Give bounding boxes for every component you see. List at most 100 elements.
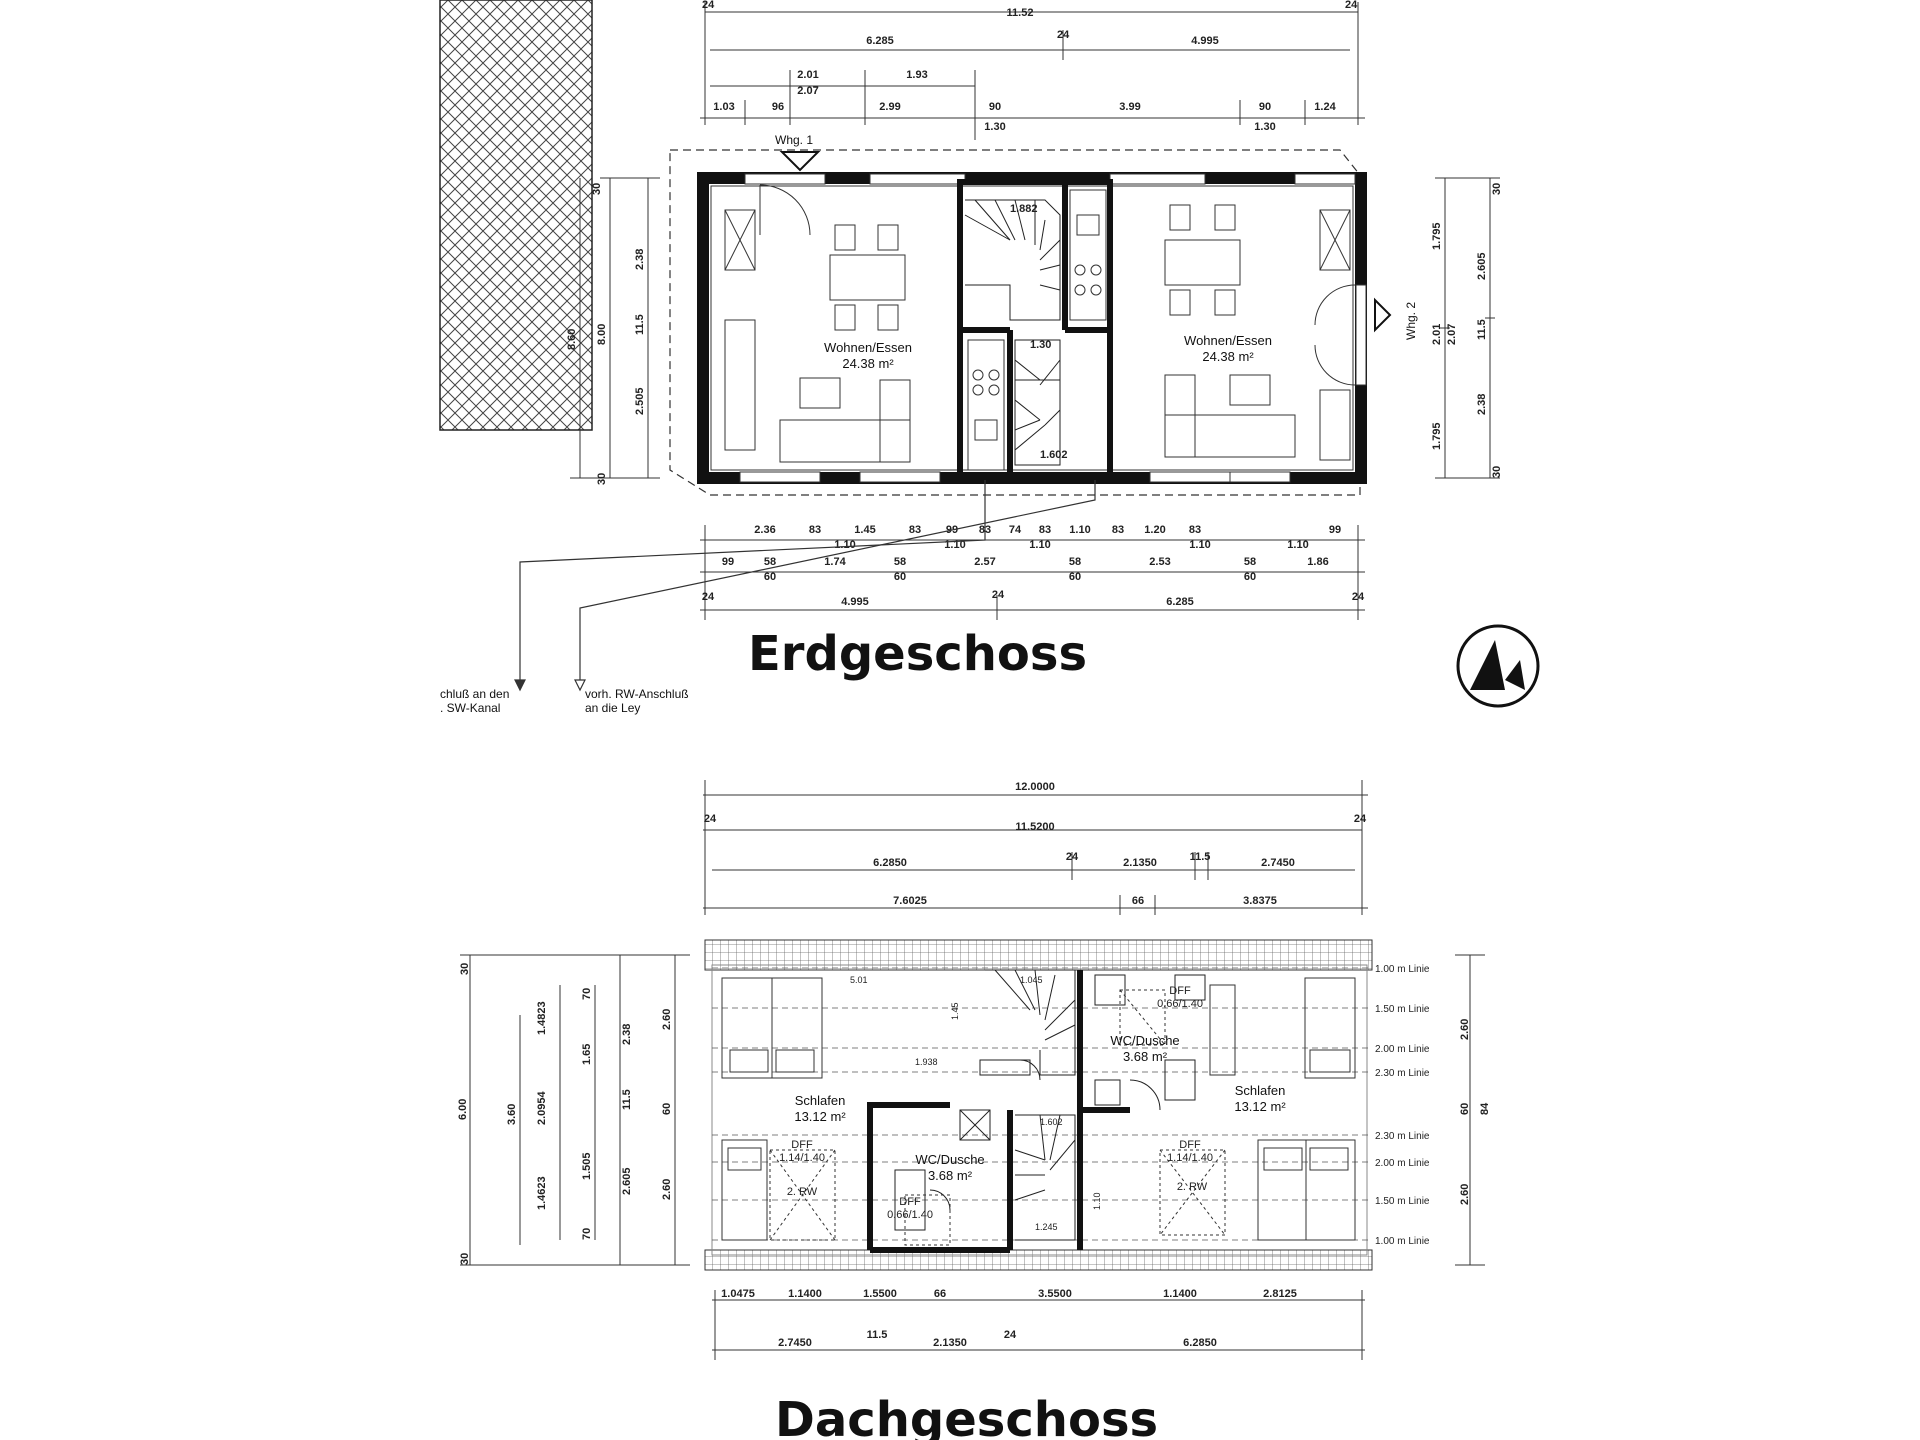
abdim2-3: 24 bbox=[1004, 1329, 1017, 1341]
ground-stairs bbox=[964, 199, 1061, 466]
attic-left-room-name: Schlafen bbox=[795, 1093, 846, 1108]
adim-top-e2: 24 bbox=[1354, 813, 1367, 825]
attic-floor: 12.0000 11.5200 24 24 6.2850 24 2.1350 1… bbox=[457, 780, 1491, 1440]
misc-1: 1.045 bbox=[1020, 975, 1043, 985]
aldim-6: 6.00 bbox=[457, 1099, 469, 1120]
misc-3: 1.938 bbox=[915, 1057, 938, 1067]
aldim-5: 3.60 bbox=[506, 1104, 518, 1125]
dim-edge-tl: 24 bbox=[702, 0, 715, 11]
dim-row4-4: 3.99 bbox=[1119, 101, 1140, 113]
dff-6: DFF bbox=[899, 1196, 921, 1208]
bdim2-5: 58 bbox=[1069, 556, 1081, 568]
bdim2-3: 58 bbox=[894, 556, 906, 568]
dims-top-attic bbox=[703, 780, 1368, 915]
height-line-1: 1.50 m Linie bbox=[1375, 1004, 1430, 1015]
abdim2-0: 2.7450 bbox=[778, 1337, 812, 1349]
bdim1-1: 83 bbox=[809, 524, 821, 536]
abdim1-5: 1.1400 bbox=[1163, 1288, 1197, 1300]
abdim1-1: 1.1400 bbox=[788, 1288, 822, 1300]
misc-4: 1.602 bbox=[1040, 1117, 1063, 1127]
dim-row3-b: 1.93 bbox=[906, 69, 927, 81]
bdim1-3: 83 bbox=[909, 524, 921, 536]
bdim1b-2: 1.10 bbox=[1029, 539, 1050, 551]
adim-top-2: 11.5200 bbox=[1015, 821, 1054, 833]
height-line-6: 1.50 m Linie bbox=[1375, 1196, 1430, 1207]
misc-0: 5.01 bbox=[850, 975, 868, 985]
attic-bath-left-area: 3.68 m² bbox=[928, 1168, 973, 1183]
left-room-name: Wohnen/Essen bbox=[824, 340, 912, 355]
bdim3-e2: 24 bbox=[992, 589, 1005, 601]
rdim-8: 30 bbox=[1491, 466, 1503, 478]
bdim1-12: 99 bbox=[1329, 524, 1341, 536]
rw-1: 2. RW bbox=[1177, 1181, 1208, 1193]
aldim-15: 60 bbox=[661, 1103, 673, 1115]
bdim1-6: 74 bbox=[1009, 524, 1022, 536]
aldim-12: 11.5 bbox=[621, 1089, 633, 1110]
aldim-14: 2.60 bbox=[661, 1009, 673, 1030]
ldim-5: 8.00 bbox=[596, 324, 608, 345]
dims-left-attic bbox=[460, 954, 690, 1266]
ground-kitchen-units bbox=[967, 189, 1107, 471]
left-room-area: 24.38 m² bbox=[842, 356, 894, 371]
adim-top-4c: 3.8375 bbox=[1243, 895, 1277, 907]
bdim1-10: 1.20 bbox=[1144, 524, 1165, 536]
ardim-0: 2.60 bbox=[1459, 1019, 1471, 1040]
abdim1-6: 2.8125 bbox=[1263, 1288, 1297, 1300]
abdim1-4: 3.5500 bbox=[1038, 1288, 1072, 1300]
rdim-7: 1.795 bbox=[1431, 422, 1443, 450]
rdim-5: 11.5 bbox=[1476, 319, 1488, 340]
bdim2-8: 1.86 bbox=[1307, 556, 1328, 568]
ldim-6: 8.60 bbox=[566, 329, 578, 350]
north-arrow-icon bbox=[1456, 624, 1540, 708]
dff-7: 0.66/1.40 bbox=[887, 1209, 933, 1221]
attic-roof-band-bottom bbox=[704, 1249, 1373, 1271]
aldim-10: 70 bbox=[581, 1228, 593, 1240]
dims-left-ground bbox=[570, 177, 660, 479]
right-living-furniture bbox=[1164, 204, 1356, 461]
drain-note-left-1: chluß an den bbox=[440, 687, 509, 701]
unit-2-label: Whg. 2 bbox=[1404, 302, 1418, 340]
misc-6: 1.10 bbox=[1092, 1192, 1102, 1210]
neighbor-building bbox=[439, 0, 593, 431]
bdim2b-1: 60 bbox=[894, 571, 906, 583]
unit-2-arrow-icon bbox=[1374, 297, 1392, 333]
dim-row4-3: 90 bbox=[989, 101, 1001, 113]
attic-stairs bbox=[894, 969, 1206, 1241]
bdim2-4: 2.57 bbox=[974, 556, 995, 568]
rdim-3: 2.01 bbox=[1431, 324, 1443, 345]
unit-1-arrow-icon bbox=[779, 151, 821, 172]
ardim-3: 2.60 bbox=[1459, 1184, 1471, 1205]
dff-4: DFF bbox=[1179, 1139, 1201, 1151]
abdim1-3: 66 bbox=[934, 1288, 946, 1300]
bdim1-7: 83 bbox=[1039, 524, 1051, 536]
aldim-7: 70 bbox=[581, 988, 593, 1000]
adim-top-e1: 24 bbox=[704, 813, 717, 825]
dim-row3-a: 2.01 bbox=[797, 69, 818, 81]
bdim1b-4: 1.10 bbox=[1287, 539, 1308, 551]
ldim-1: 2.38 bbox=[634, 249, 646, 270]
aldim-4: 30 bbox=[459, 1253, 471, 1265]
bdim3-e1: 24 bbox=[702, 591, 715, 603]
abdim1-2: 1.5500 bbox=[863, 1288, 897, 1300]
aldim-3: 1.4623 bbox=[536, 1176, 548, 1210]
bdim2-1: 58 bbox=[764, 556, 776, 568]
aldim-9: 1.505 bbox=[581, 1152, 593, 1180]
ardim-1: 60 bbox=[1459, 1103, 1471, 1115]
attic-beds bbox=[721, 977, 1356, 1241]
rdim-2: 2.605 bbox=[1476, 252, 1488, 280]
dim-edge-tr: 24 bbox=[1345, 0, 1358, 11]
rdim-4: 2.07 bbox=[1446, 324, 1458, 345]
ground-windows bbox=[739, 173, 1367, 483]
dff-2: DFF bbox=[791, 1139, 813, 1151]
ldim-0: 30 bbox=[591, 183, 603, 195]
rdim-0: 30 bbox=[1491, 183, 1503, 195]
attic-right-room-area: 13.12 m² bbox=[1234, 1099, 1286, 1114]
height-line-2: 2.00 m Linie bbox=[1375, 1044, 1430, 1055]
bdim2-6: 2.53 bbox=[1149, 556, 1170, 568]
bdim1b-0: 1.10 bbox=[834, 539, 855, 551]
dim-row4b-1: 1.30 bbox=[1254, 121, 1275, 133]
ldim-3: 2.505 bbox=[634, 387, 646, 415]
ldim-4: 30 bbox=[596, 473, 608, 485]
misc-5: 1.245 bbox=[1035, 1222, 1058, 1232]
dff-5: 1.14/1.40 bbox=[1167, 1152, 1213, 1164]
